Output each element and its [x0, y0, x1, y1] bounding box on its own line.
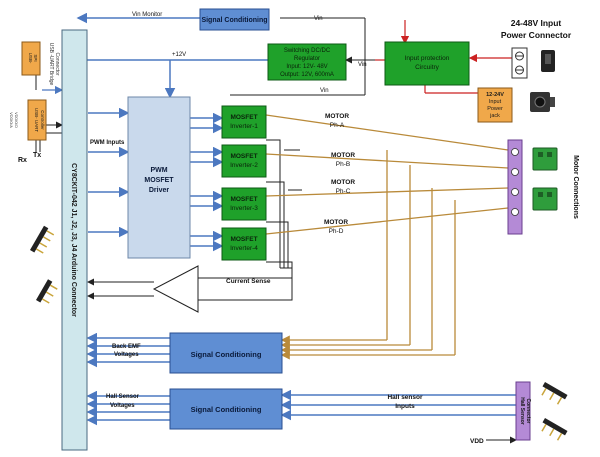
- vin-label-bottom: Vin: [320, 88, 329, 94]
- input-protection-block: Input protection Circuitry: [384, 41, 470, 86]
- jack-line-2: Input: [489, 99, 502, 105]
- regulator-line-4: Output: 12V, 600mA: [280, 72, 334, 78]
- motor-connector: [507, 139, 523, 235]
- arduino-connector-label: CY8CKIT-042 J1, J2, J3, J4 Arduino Conne…: [70, 163, 77, 317]
- jack-line-3: Power: [487, 106, 503, 112]
- mosfet-inverter-3: MOSFET Inverter-3: [221, 187, 267, 221]
- hall-sensor-inputs-line-2: Inputs: [395, 403, 415, 410]
- top-sc-label: Signal Conditioning: [201, 17, 267, 24]
- protection-line-2: Circuitry: [415, 64, 440, 71]
- hall-sensor-connector: Hall Sensor Connector: [515, 381, 531, 441]
- usb-spi-connector: USB- SPI: [21, 41, 41, 76]
- power-jack-block: 12-24V Input Power jack: [477, 87, 513, 123]
- hall-connector-line-1: Hall Sensor: [519, 397, 525, 425]
- wiring: [35, 12, 517, 444]
- tx-label: Tx: [33, 152, 41, 159]
- regulator-line-2: Regulator: [294, 56, 320, 62]
- mosfet-3-label: MOSFET: [230, 196, 257, 203]
- pwm-driver-line-2: MOSFET: [144, 177, 174, 184]
- rx-label: Rx: [18, 157, 27, 164]
- motor-c-phase: Ph-C: [336, 188, 351, 195]
- back-emf-sc-label: Signal Conditioning: [191, 350, 262, 359]
- back-emf-voltages-label: Voltages: [114, 352, 139, 358]
- motor-d-label: MOTOR: [324, 219, 348, 226]
- motor-terminal-photo-icon: [532, 147, 558, 211]
- regulator-line-1: Switching DC/DC: [284, 48, 331, 54]
- regulator-line-3: Input: 12V- 48V: [286, 64, 327, 70]
- usb-spi-line-1: USB-: [28, 53, 33, 64]
- mosfet-inverter-1: MOSFET Inverter-1: [221, 105, 267, 139]
- arduino-connector: CY8CKIT-042 J1, J2, J3, J4 Arduino Conne…: [61, 29, 88, 451]
- usb-ctrl-small-2: VDDIO/D: [14, 112, 18, 128]
- hall-sc-label: Signal Conditioning: [191, 405, 262, 414]
- mosfet-4-label: MOSFET: [230, 236, 257, 243]
- motor-d-phase: Ph-D: [329, 228, 344, 235]
- vin-monitor-label: Vin Monitor: [132, 12, 162, 18]
- usb-uart-line-1: USB- UART: [34, 108, 39, 132]
- usb-bridge-line-2: Connector: [54, 52, 60, 75]
- hall-voltages-label: Voltages: [110, 403, 135, 409]
- mosfet-1-label: MOSFET: [230, 114, 257, 121]
- vin-label-mid: Vin: [358, 62, 367, 68]
- motor-a-phase: Ph-A: [330, 122, 345, 129]
- usb-uart-line-2: Controller: [40, 110, 45, 130]
- mosfet-3-sub: Inverter-3: [230, 205, 258, 212]
- motor-a-label: MOTOR: [325, 113, 349, 120]
- regulator-block: Switching DC/DC Regulator Input: 12V- 48…: [267, 43, 347, 81]
- motor-connections-label: Motor Connections: [572, 155, 579, 219]
- jack-line-4: jack: [489, 113, 500, 119]
- hall-sensor-label: Hall Sensor: [106, 394, 140, 400]
- jack-line-1: 12-24V: [486, 92, 504, 98]
- pwm-driver-line-1: PWM: [150, 167, 167, 174]
- mosfet-2-label: MOSFET: [230, 153, 257, 160]
- back-emf-signal-conditioning: Signal Conditioning: [169, 332, 283, 374]
- current-sense-amp: [152, 265, 199, 313]
- motor-c-label: MOTOR: [331, 179, 355, 186]
- usb-bridge-line-1: USB -UART Bridge: [48, 43, 54, 86]
- motor-b-phase: Ph-B: [336, 161, 350, 168]
- power-connector-title-1: 24-48V Input: [511, 18, 562, 28]
- usb-uart-controller: USB- UART Controller: [27, 99, 47, 141]
- mosfet-inverter-2: MOSFET Inverter-2: [221, 144, 267, 178]
- hall-signal-conditioning: Signal Conditioning: [169, 388, 283, 430]
- plus12v-label: +12V: [172, 52, 186, 58]
- hall-sensor-inputs-line-1: Hall sensor: [387, 394, 423, 401]
- current-sense-label: Current Sense: [226, 278, 271, 285]
- motor-b-label: MOTOR: [331, 152, 355, 159]
- hall-connector-line-2: Connector: [525, 399, 531, 424]
- pwm-inputs-label: PWM Inputs: [90, 140, 125, 146]
- pwm-driver-block: PWM MOSFET Driver: [127, 96, 191, 259]
- mosfet-4-sub: Inverter-4: [230, 245, 258, 252]
- back-emf-label: Back EMF: [112, 344, 141, 350]
- power-connector-photo-icon: [541, 50, 555, 72]
- hall-pin-header-photo-icon: [541, 382, 568, 441]
- power-connector-title-2: Power Connector: [501, 30, 572, 40]
- mosfet-inverter-4: MOSFET Inverter-4: [221, 227, 267, 261]
- mosfet-1-sub: Inverter-1: [230, 123, 258, 130]
- power-jack-photo-icon: [530, 92, 555, 112]
- usb-spi-line-2: SPI: [33, 54, 38, 61]
- vdd-label: VDD: [470, 438, 484, 445]
- usb-ctrl-small-1: VDDIO/A: [9, 112, 13, 128]
- arduino-pin-header-photo-icon: [29, 225, 58, 304]
- top-signal-conditioning: Signal Conditioning: [199, 8, 270, 31]
- vin-label-top: Vin: [314, 16, 323, 22]
- mosfet-2-sub: Inverter-2: [230, 162, 258, 169]
- protection-line-1: Input protection: [405, 55, 450, 62]
- pwm-driver-line-3: Driver: [149, 187, 170, 194]
- power-terminal-icon: [511, 47, 528, 79]
